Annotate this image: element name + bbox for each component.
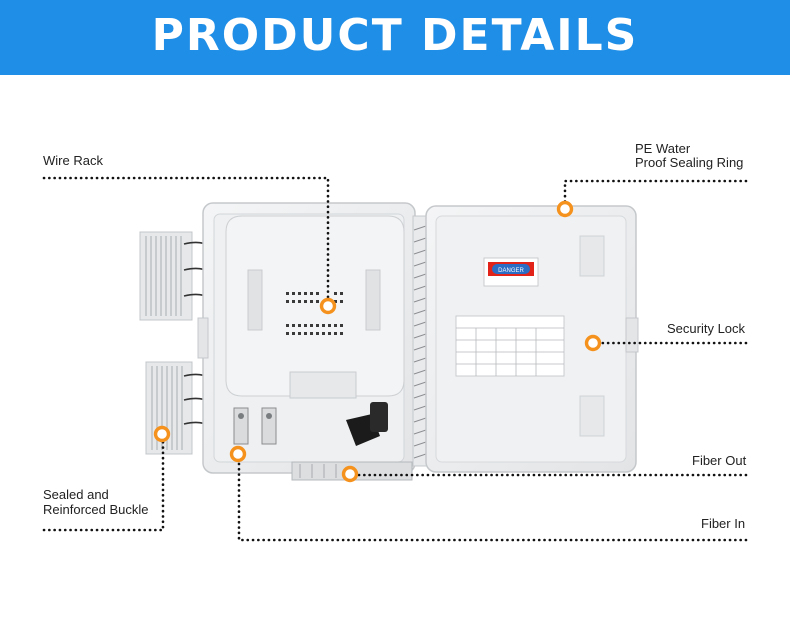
cable-connector-bottom (145, 361, 211, 455)
marker-wire-rack (319, 297, 337, 315)
cable-connector-top (139, 231, 211, 321)
danger-sticker: DANGER (483, 257, 539, 287)
label-fiber-out: Fiber Out (692, 453, 747, 468)
marker-security-lock (584, 334, 602, 352)
marker-fiber-in (229, 445, 247, 463)
box-lid: DANGER (425, 205, 639, 473)
label-pe-water-line1: PE Water (635, 141, 691, 156)
label-pe-water-line2: Proof Sealing Ring (635, 155, 744, 170)
leader-fiber-in (237, 453, 748, 542)
sticker-text: DANGER (498, 268, 524, 274)
info-label (455, 315, 565, 377)
label-wire-rack: Wire Rack (43, 153, 103, 168)
hinge (412, 215, 428, 467)
label-sealed-line2: Reinforced Buckle (43, 502, 149, 517)
leader-lines (42, 176, 748, 542)
page-title: PRODUCT DETAILS (151, 10, 639, 61)
marker-fiber-out (341, 465, 359, 483)
box-base (197, 202, 416, 481)
label-sealed-line1: Sealed and (43, 487, 109, 502)
marker-sealed-buckle (153, 425, 171, 443)
marker-pe-water (556, 200, 574, 218)
leader-pe-water (563, 179, 748, 211)
header-banner: PRODUCT DETAILS (0, 0, 790, 75)
leader-wire-rack (42, 176, 330, 308)
label-fiber-in: Fiber In (701, 516, 746, 531)
label-security-lock: Security Lock (667, 321, 746, 336)
